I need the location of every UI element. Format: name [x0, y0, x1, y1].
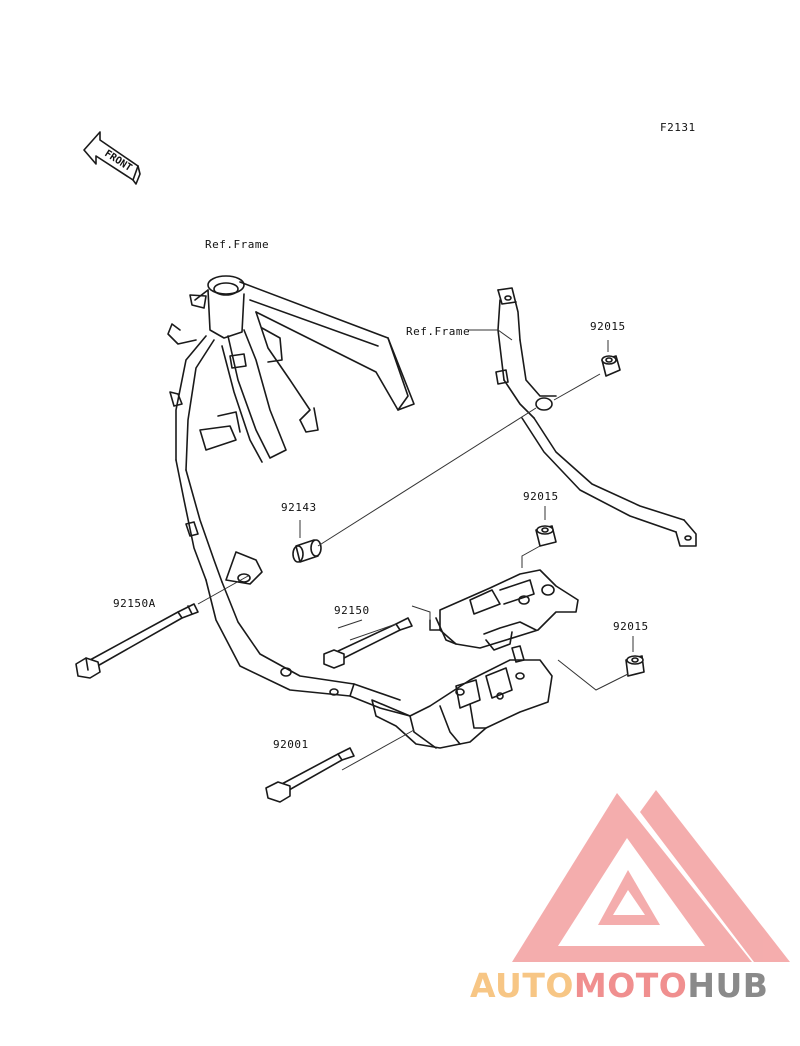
figure-code: F2131: [660, 121, 696, 134]
brand-hub: HUB: [687, 966, 769, 1005]
brand-moto: MOTO: [573, 966, 688, 1005]
part-label-92015-top: 92015: [590, 320, 626, 333]
part-label-92150a: 92150A: [113, 597, 156, 610]
part-label-92001: 92001: [273, 738, 309, 751]
collar-92143-icon: [292, 539, 322, 563]
ref-frame-label-right: Ref.Frame: [406, 325, 471, 338]
main-frame: [167, 275, 415, 717]
brand-auto: AUTO: [470, 966, 574, 1005]
watermark-brand-text: AUTOMOTOHUB: [470, 966, 768, 1005]
leader-lines: [197, 329, 634, 771]
engine-mount-bracket: [429, 569, 579, 651]
front-arrow-icon: [83, 131, 141, 185]
nut-92015-lower-icon: [625, 655, 645, 677]
part-label-92150: 92150: [334, 604, 370, 617]
nut-92015-top-icon: [601, 355, 621, 377]
part-label-92143: 92143: [281, 501, 317, 514]
part-label-92015-middle: 92015: [523, 490, 559, 503]
right-frame-member: [495, 287, 697, 547]
bolt-92150a-icon: [75, 603, 199, 679]
watermark-logo-icon: [512, 790, 790, 962]
part-label-92015-lower: 92015: [613, 620, 649, 633]
ref-frame-label-top: Ref.Frame: [205, 238, 270, 251]
bolt-92001-icon: [265, 747, 355, 803]
lower-mount-plate: [371, 645, 553, 749]
nut-92015-middle-icon: [535, 525, 557, 547]
bolt-92150-icon: [323, 617, 413, 669]
